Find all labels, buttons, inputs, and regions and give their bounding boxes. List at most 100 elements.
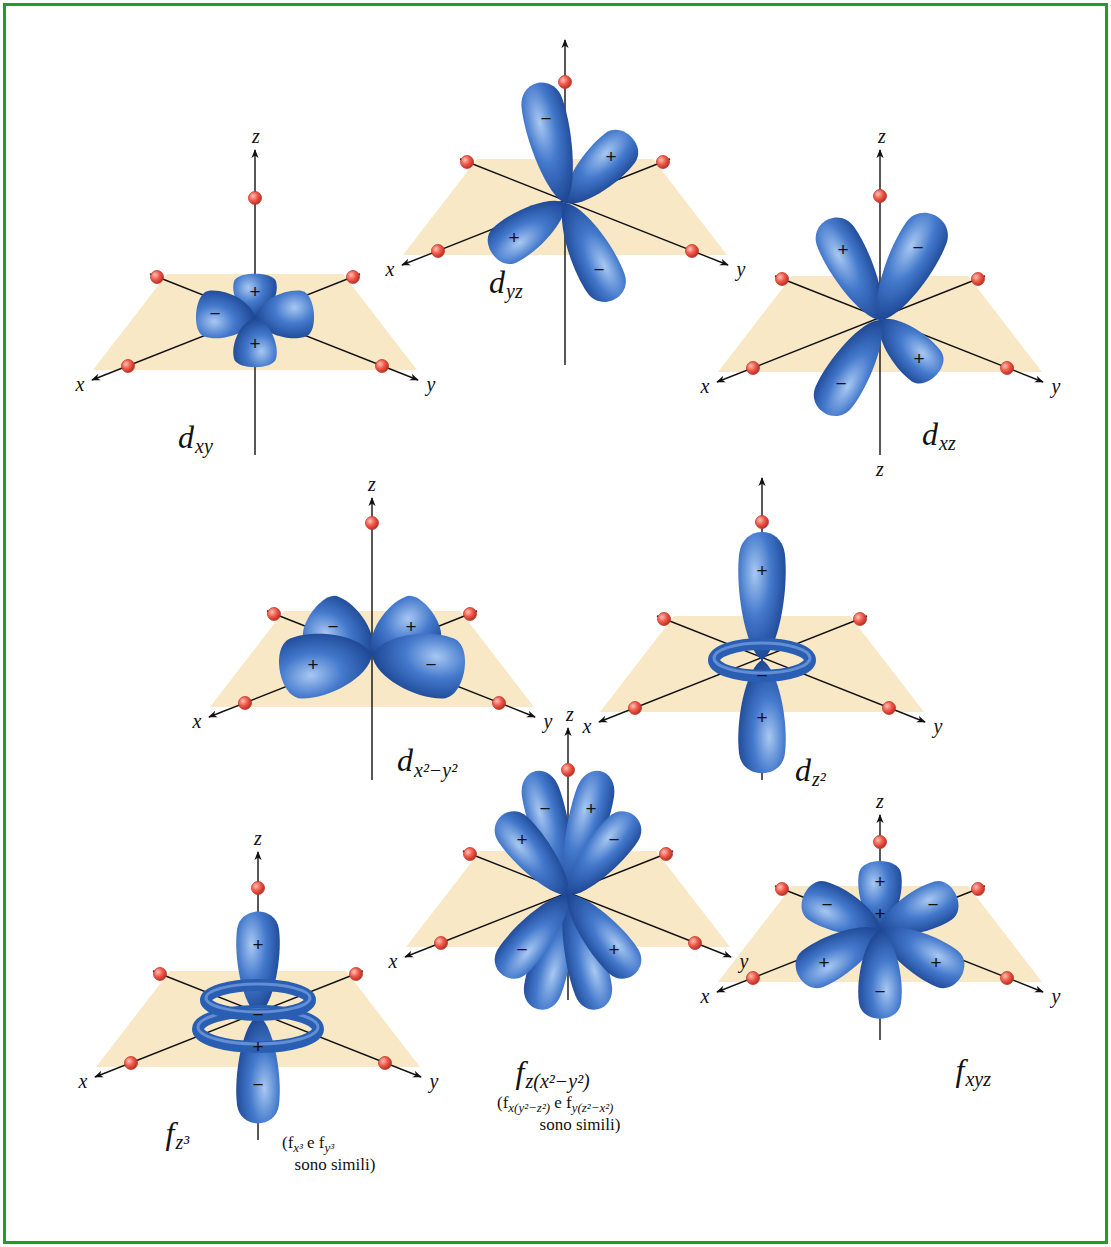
axis-label: x <box>389 950 398 973</box>
axis-label: y <box>544 710 553 733</box>
orbital-lobe <box>859 204 956 331</box>
axis-frame <box>92 271 418 381</box>
axis-label: z <box>566 703 574 726</box>
axis-label: x <box>701 985 710 1008</box>
phase-sign: + <box>837 239 848 261</box>
orbital-name: d <box>922 416 938 453</box>
orbital-subscript: xy <box>195 435 213 458</box>
phase-sign: − <box>835 373 846 395</box>
note-text: sono simili) <box>540 1115 621 1135</box>
orbital-lobe <box>858 930 902 1019</box>
orbital-lobe <box>806 309 899 424</box>
axis-dot <box>252 882 265 895</box>
phase-sign: − <box>209 303 220 325</box>
phase-sign: + <box>405 616 416 638</box>
orbital-subscript: xyz <box>965 1068 991 1091</box>
orbital-name: d <box>489 264 505 301</box>
orbital-name: f <box>516 1054 525 1091</box>
axis-label: z <box>254 827 262 850</box>
fxyz-orbital <box>717 815 1043 1040</box>
fz3-orbital <box>95 852 421 1140</box>
axis-label: y <box>1052 375 1061 398</box>
axis-label: x <box>701 375 710 398</box>
axis-label: y <box>430 1070 439 1093</box>
axis-label: z <box>876 790 884 813</box>
phase-sign: − <box>516 939 527 961</box>
note-subscript: x(y²−z²) <box>508 1100 550 1116</box>
axis-dot <box>559 76 572 89</box>
phase-sign: + <box>307 654 318 676</box>
axis-label: z <box>368 473 376 496</box>
orbital-lobe <box>236 1015 280 1123</box>
axis-dot <box>756 516 769 529</box>
axis-dot <box>562 764 575 777</box>
phase-sign: + <box>252 934 263 956</box>
phase-sign: + <box>608 939 619 961</box>
orbital-lobe <box>546 193 634 309</box>
axis-label: x <box>386 258 395 281</box>
phase-sign: + <box>874 871 885 893</box>
orbital-lobe <box>236 912 280 1015</box>
dz2-orbital <box>599 478 925 780</box>
phase-sign: + <box>874 903 885 925</box>
note-subscript: x³ <box>293 1140 303 1156</box>
phase-sign: + <box>913 348 924 370</box>
orbital-lobe <box>553 803 650 908</box>
axis-dot <box>874 190 887 203</box>
phase-sign: + <box>249 333 260 355</box>
fzx2y2-orbital <box>405 728 731 1014</box>
phase-sign: − <box>593 259 604 281</box>
phase-sign: + <box>585 798 596 820</box>
phase-sign: + <box>605 146 616 168</box>
note-text: (f <box>282 1133 293 1153</box>
orbital-lobe <box>553 882 650 987</box>
axis-label: x <box>193 710 202 733</box>
axis-label: x <box>76 373 85 396</box>
orbital-subscript: z(x²−y²) <box>525 1070 589 1093</box>
orbital-lobe <box>233 318 277 367</box>
axis-label: y <box>427 373 436 396</box>
phase-sign: − <box>821 894 832 916</box>
phase-sign: + <box>818 952 829 974</box>
orbital-name: f <box>166 1115 175 1152</box>
phase-sign: − <box>327 616 338 638</box>
axis-dot <box>366 517 379 530</box>
orbital-subscript: z³ <box>175 1131 189 1154</box>
axis-label: z <box>876 458 884 481</box>
phase-sign: + <box>516 829 527 851</box>
dxy-orbital <box>92 150 418 455</box>
orbital-name: f <box>956 1052 965 1089</box>
orbital-subscript: yz <box>506 280 523 303</box>
axis-dot <box>249 192 262 205</box>
orbital-subscript: x²−y² <box>414 759 457 782</box>
axis-label: z <box>252 125 260 148</box>
note-subscript: y(z²−x²) <box>572 1100 614 1116</box>
phase-sign: − <box>756 665 767 687</box>
note-text: e f <box>554 1093 571 1113</box>
orbital-name: d <box>178 419 194 456</box>
note-text: e f <box>307 1133 324 1153</box>
orbital-name: d <box>397 742 413 779</box>
axis-label: y <box>740 950 749 973</box>
axis-label: x <box>79 1070 88 1093</box>
phase-sign: − <box>539 798 550 820</box>
axis-label: z <box>878 125 886 148</box>
axis-label: y <box>1052 985 1061 1008</box>
phase-sign: − <box>252 1074 263 1096</box>
axis-label: y <box>934 715 943 738</box>
axis-dot <box>874 836 887 849</box>
orbital-subscript: z² <box>812 768 826 791</box>
phase-sign: − <box>608 829 619 851</box>
orbital-name: d <box>795 752 811 789</box>
orbital-lobe <box>367 624 470 703</box>
phase-sign: − <box>252 1004 263 1026</box>
dxz-orbital <box>717 150 1043 455</box>
phase-sign: + <box>249 281 260 303</box>
axis-label: x <box>583 715 592 738</box>
dyz-orbital <box>402 40 728 365</box>
phase-sign: − <box>425 654 436 676</box>
orbital-lobe <box>274 624 377 703</box>
phase-sign: + <box>756 707 767 729</box>
